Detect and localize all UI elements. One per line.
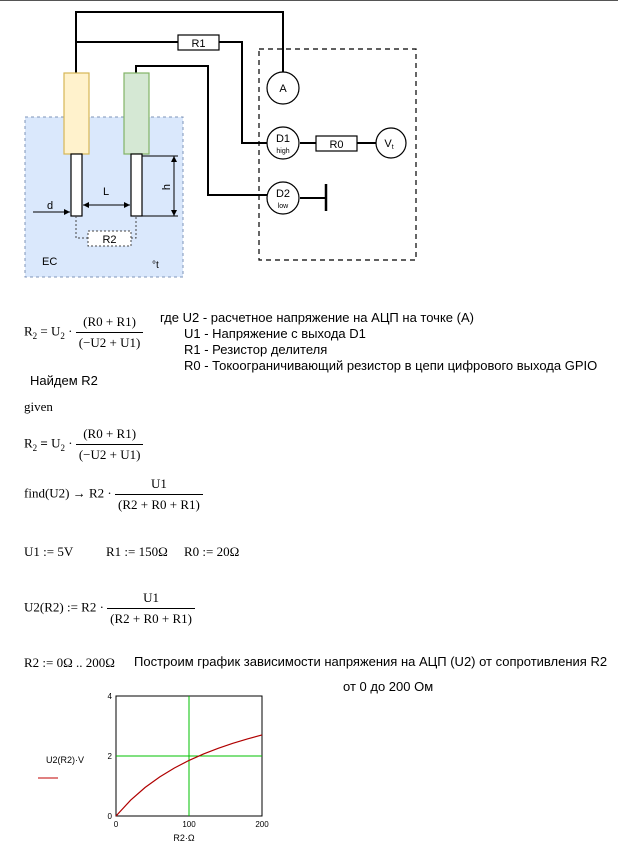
- legend-line-4: R0 - Токоограничивающий резистор в цепи …: [184, 358, 598, 373]
- h-label: h: [161, 184, 173, 190]
- definition-r0: R0 := 20Ω: [184, 544, 240, 559]
- probe-2-head: [123, 72, 150, 155]
- formula-r2-2: R2 = U2 · (R0 + R1) (−U2 + U1): [24, 426, 144, 463]
- formula-2-fraction: (R0 + R1) (−U2 + U1): [75, 426, 144, 463]
- find-expression-text: find(U2) → R2 ·: [24, 485, 112, 501]
- d2-label: D2: [276, 188, 290, 200]
- resistor-r2: [87, 230, 132, 247]
- find-expression: find(U2) → R2 · U1 (R2 + R0 + R1): [24, 476, 203, 513]
- legend-line-1: где U2 - расчетное напряжение на АЦП на …: [160, 310, 474, 325]
- definition-u1: U1 := 5V: [24, 544, 74, 559]
- ammeter-symbol: [266, 71, 300, 105]
- series-line-0: [115, 734, 263, 817]
- x-axis-label: R2·Ω: [173, 833, 195, 843]
- d1-label: D1: [276, 133, 290, 145]
- y-axis-label: U2(R2)·V: [46, 755, 84, 765]
- formula-2-numerator: (R0 + R1): [75, 426, 144, 445]
- dimension-d-arrow: [64, 209, 70, 215]
- find-denominator: (R2 + R0 + R1): [118, 497, 200, 512]
- probe-2-rod: [130, 153, 143, 217]
- l-label: L: [103, 186, 109, 198]
- formula-1-lhs: R: [24, 323, 33, 339]
- top-rule: [0, 0, 618, 1]
- plot-note-line-1: Построим график зависимости напряжения н…: [134, 654, 608, 669]
- formula-2-u2-sub: 2: [60, 443, 65, 454]
- wire-r1-right: [219, 41, 267, 144]
- legend-line-3: R1 - Резистор делителя: [184, 342, 328, 357]
- formula-2-denominator: (−U2 + U1): [78, 447, 141, 462]
- probe-1-head: [63, 72, 90, 155]
- heading-find-r2: Найдем R2: [30, 373, 98, 388]
- formula-1-fraction: (R0 + R1) (−U2 + U1): [75, 314, 144, 351]
- probe-1-rod: [70, 153, 83, 217]
- dimension-h-arrows: [171, 156, 177, 216]
- d-label: d: [47, 200, 53, 212]
- resistor-r1: [177, 34, 220, 51]
- d1-symbol: [266, 126, 300, 160]
- vt-symbol: [375, 127, 407, 159]
- formula-1-u2: U: [51, 323, 61, 339]
- formula-2-lhs: R: [24, 435, 33, 451]
- function-fraction: U1 (R2 + R0 + R1): [107, 590, 196, 627]
- r0-label: R0: [329, 139, 343, 151]
- resistor-r0: [315, 135, 358, 152]
- controller-box: [258, 48, 417, 261]
- d1-sub-label: high: [276, 148, 289, 155]
- x-tick-label: 200: [255, 820, 269, 829]
- function-definition: U2(R2) := R2 · U1 (R2 + R0 + R1): [24, 590, 196, 627]
- dimension-h: [142, 155, 178, 217]
- d2-sub-label: low: [278, 203, 289, 210]
- plot-note-line-2: от 0 до 200 Ом: [343, 679, 434, 694]
- definition-r1: R1 := 150Ω: [106, 544, 168, 559]
- d2-symbol: [266, 181, 300, 215]
- ammeter-label: A: [279, 83, 287, 95]
- wire-d2: [135, 65, 267, 196]
- legend-line-2: U1 - Напряжение с выхода D1: [184, 326, 366, 341]
- find-numerator: U1: [115, 476, 203, 495]
- function-numerator: U1: [107, 590, 196, 609]
- function-denominator: (R2 + R0 + R1): [110, 611, 193, 626]
- find-fraction: U1 (R2 + R0 + R1): [115, 476, 203, 513]
- range-definition: R2 := 0Ω .. 200Ω: [24, 655, 115, 670]
- tank: [24, 116, 184, 278]
- ec-label: EC: [42, 256, 57, 268]
- y-tick-label: 0: [108, 812, 113, 821]
- vt-label: Vt: [384, 138, 393, 151]
- y-tick-label: 2: [108, 752, 113, 761]
- formula-1-u2-sub: 2: [60, 331, 65, 342]
- formula-r2-1: R2 = U2 · (R0 + R1) (−U2 + U1): [24, 314, 144, 351]
- function-definition-lhs: U2(R2) := R2 ·: [24, 599, 104, 615]
- given-keyword: given: [24, 399, 53, 414]
- chart-layer: 0 100 200 0 2 4R2·Ω U2(R2)·V: [38, 692, 269, 843]
- y-tick-label: 4: [108, 692, 113, 701]
- formula-2-lhs-sub: 2: [32, 443, 38, 454]
- r2-label: R2: [102, 234, 116, 246]
- r2-dashed-path: [75, 216, 137, 239]
- circuit-diagram: R1 R0 A D1 high D2 low Vt h L d R2 EC °t: [24, 11, 417, 278]
- formula-1-equals: =: [40, 323, 48, 339]
- x-tick-label: 0: [114, 820, 119, 829]
- formula-1-denominator: (−U2 + U1): [78, 335, 141, 350]
- x-tick-label: 100: [182, 820, 196, 829]
- formula-1-lhs-sub: 2: [32, 331, 38, 342]
- chart-u2-vs-r2: 0 100 200 0 2 4R2·Ω U2(R2)·V: [38, 692, 269, 843]
- r1-label: R1: [191, 38, 205, 50]
- formula-2-u2: U: [51, 435, 61, 451]
- temperature-label: °t: [152, 260, 159, 271]
- formula-1-numerator: (R0 + R1): [75, 314, 144, 333]
